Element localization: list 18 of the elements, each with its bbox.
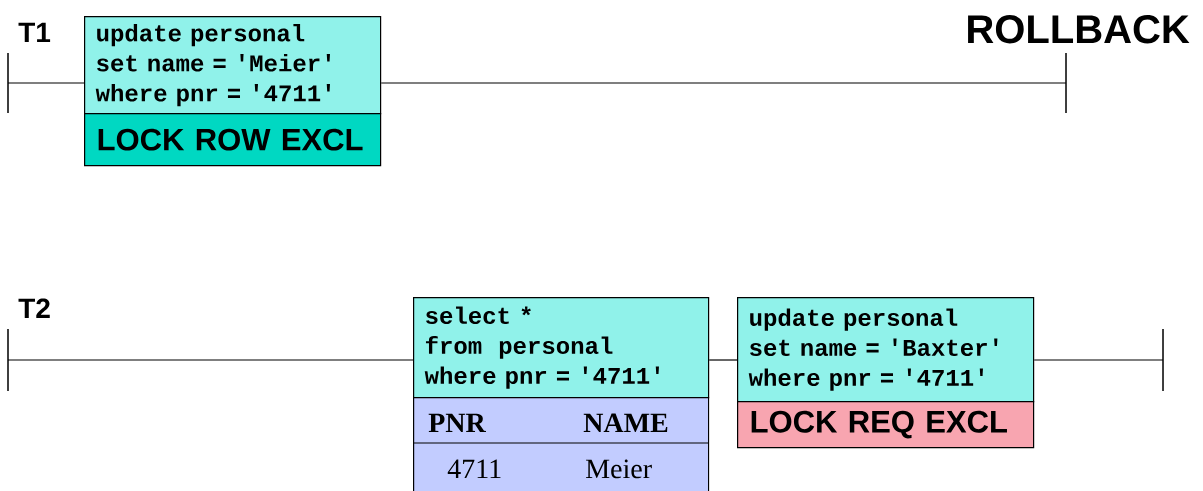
- timeline-bar: [7, 52, 9, 114]
- sql-statement-box: select * from personal where pnr = '4711': [413, 297, 710, 399]
- timeline-bar: [1065, 52, 1067, 114]
- result-table: PNR NAME 4711 Meier: [412, 397, 710, 491]
- timeline-bar: [7, 328, 9, 392]
- timeline-line: [7, 82, 85, 84]
- timeline-line: [7, 359, 414, 361]
- timeline-label: T1: [18, 22, 51, 42]
- timeline-line: [1033, 359, 1164, 361]
- status-label: ROLLBACK: [968, 15, 1190, 44]
- timeline-bar: [1162, 328, 1164, 392]
- timeline-line: [380, 82, 1067, 84]
- lock-status-box: LOCK ROW EXCL: [84, 113, 382, 167]
- lock-status-box: LOCK REQ EXCL: [737, 401, 1035, 449]
- timeline-line: [708, 359, 738, 361]
- sql-statement-box: update personal set name = 'Baxter' where pnr = '4711': [737, 297, 1035, 403]
- sql-statement-box: update personal set name = 'Meier' where pnr = '4711': [84, 16, 382, 115]
- timeline-label: T2: [18, 298, 50, 318]
